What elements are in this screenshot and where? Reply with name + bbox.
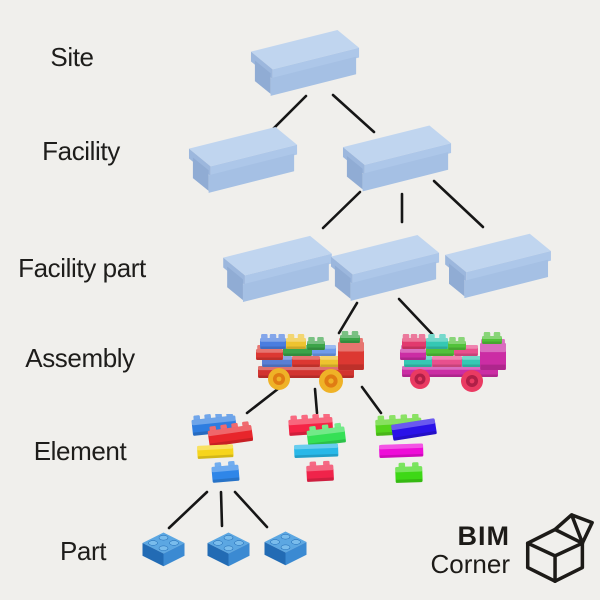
facility-part-box-2 bbox=[330, 235, 440, 301]
facility-part-box-1 bbox=[223, 235, 332, 303]
open-box-icon bbox=[525, 513, 594, 583]
facility-part-box-3 bbox=[445, 233, 551, 299]
edge-element1-part-2 bbox=[219, 490, 224, 528]
level-label-facility: Facility bbox=[42, 136, 120, 166]
element-brick-cluster-1 bbox=[191, 414, 253, 483]
part-brick-1 bbox=[142, 532, 185, 567]
level-label-site: Site bbox=[50, 42, 94, 72]
edge-facilitypart2-assembly-1 bbox=[337, 301, 359, 335]
edge-facility2-facilitypart-1 bbox=[321, 190, 362, 230]
part-brick-2 bbox=[207, 532, 250, 567]
level-label-part: Part bbox=[59, 536, 107, 566]
assembly-lego-wagon-1 bbox=[256, 331, 364, 393]
logo-line-corner: Corner bbox=[430, 549, 510, 579]
level-label-element: Element bbox=[33, 436, 127, 466]
level-label-facility-part: Facility part bbox=[18, 253, 146, 283]
edge-element1-part-3 bbox=[233, 490, 269, 529]
site-box bbox=[250, 30, 360, 96]
assembly-lego-wagon-2 bbox=[400, 332, 506, 392]
level-label-assembly: Assembly bbox=[25, 343, 135, 373]
bim-corner-logo: BIM Corner bbox=[420, 504, 598, 596]
element-brick-cluster-2 bbox=[288, 414, 346, 482]
facility-box-1 bbox=[188, 127, 298, 193]
logo-text: BIM Corner bbox=[420, 522, 510, 578]
edge-element1-part-1 bbox=[167, 490, 209, 530]
facility-box-2 bbox=[342, 125, 452, 192]
part-brick-3 bbox=[264, 531, 307, 566]
logo-line-bim: BIM bbox=[457, 521, 510, 551]
element-brick-cluster-3 bbox=[375, 414, 437, 483]
